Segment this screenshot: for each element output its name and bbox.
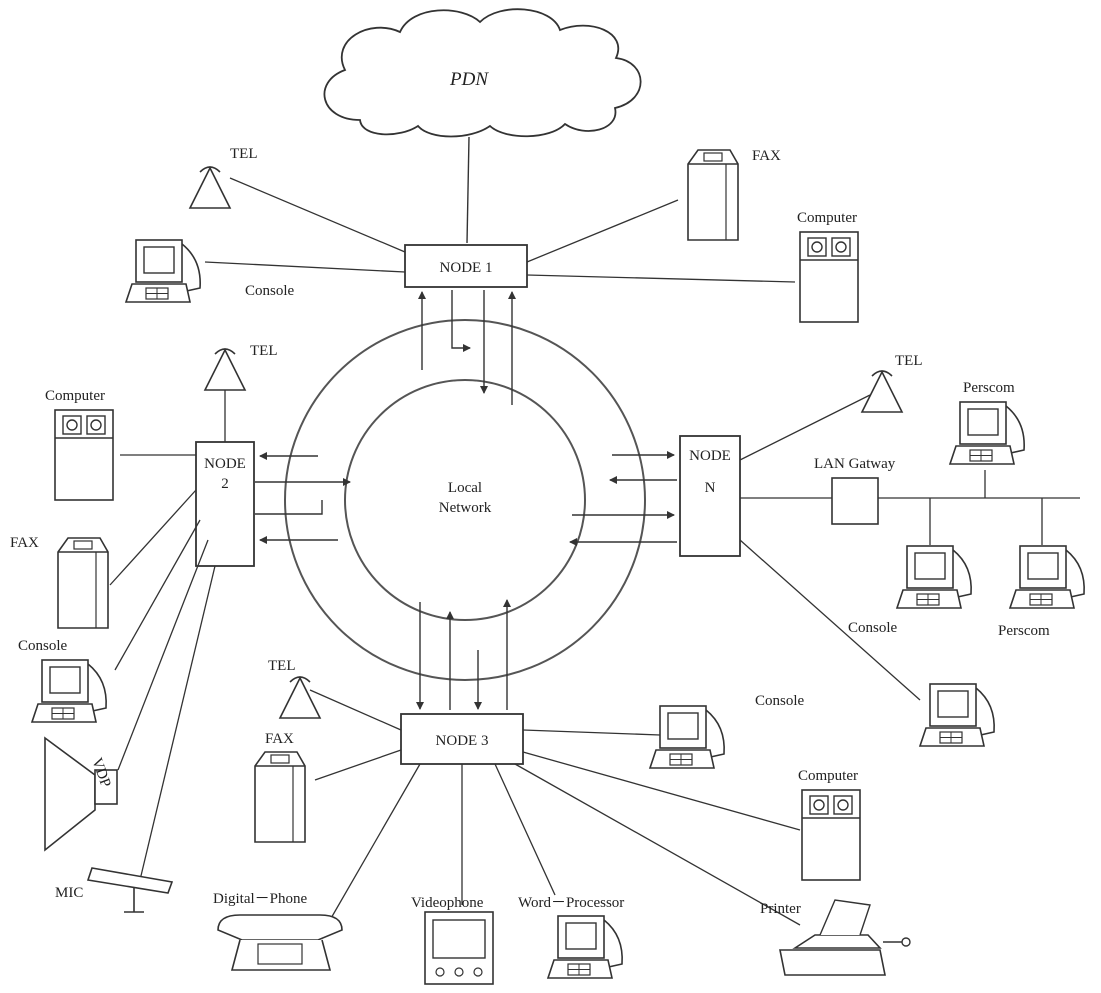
console-right: Console: [848, 546, 971, 636]
node-n-label-2: N: [705, 480, 716, 496]
fax-left-label: FAX: [10, 535, 39, 551]
fax-bottom-label: FAX: [265, 731, 294, 747]
fax-bottom: FAX: [255, 731, 305, 842]
perscom-bottom-label: Perscom: [998, 623, 1050, 639]
node-3: NODE 3: [401, 714, 523, 764]
console-bottom: Console: [650, 693, 805, 768]
pdn-label: PDN: [449, 69, 489, 90]
console-top-label: Console: [245, 283, 295, 299]
node-n-ring-links: [570, 455, 677, 542]
local-label-1: Local: [448, 480, 482, 496]
tel-left: TEL: [205, 343, 278, 390]
node-2-label-2: 2: [221, 476, 229, 492]
node-1: NODE 1: [405, 245, 527, 287]
lan-gateway: LAN Gatway: [814, 456, 896, 524]
node-2-label-1: NODE: [204, 456, 246, 472]
console-top: Console: [126, 240, 295, 302]
pdn-cloud: PDN: [324, 9, 640, 136]
local-network-ring: Local Network: [285, 320, 645, 680]
lan-gateway-label: LAN Gatway: [814, 456, 896, 472]
console-far-right: [920, 684, 994, 746]
word-processor-label: Word－Processor: [518, 895, 624, 911]
node-3-label: NODE 3: [436, 733, 489, 749]
tel-top: TEL: [190, 146, 258, 208]
computer-bottom-label: Computer: [798, 768, 858, 784]
tel-right: TEL: [862, 353, 923, 412]
printer: Printer: [760, 900, 910, 975]
fax-left: FAX: [10, 535, 108, 628]
node-n-label-1: NODE: [689, 448, 731, 464]
digital-phone: Digital－Phone: [213, 891, 342, 970]
pdn-link: [467, 137, 469, 243]
node-3-links: [310, 690, 800, 925]
fax-top-label: FAX: [752, 148, 781, 164]
computer-left: Computer: [45, 388, 113, 500]
computer-top-label: Computer: [797, 210, 857, 226]
fax-top: FAX: [688, 148, 781, 240]
videophone: Videophone: [411, 895, 493, 984]
perscom-top: Perscom: [950, 380, 1024, 464]
tel-bottom-label: TEL: [268, 658, 296, 674]
mic-label: MIC: [55, 885, 83, 901]
tel-right-label: TEL: [895, 353, 923, 369]
console-bottom-label: Console: [755, 693, 805, 709]
perscom-bottom: Perscom: [998, 546, 1084, 639]
digital-phone-label: Digital－Phone: [213, 891, 308, 907]
printer-label: Printer: [760, 901, 801, 917]
videophone-label: Videophone: [411, 895, 484, 911]
tel-left-label: TEL: [250, 343, 278, 359]
console-left-label: Console: [18, 638, 68, 654]
node-1-ring-links: [422, 290, 512, 405]
computer-top: Computer: [797, 210, 858, 322]
local-label-2: Network: [439, 500, 492, 516]
vdp: VDP: [45, 738, 117, 850]
word-processor: Word－Processor: [518, 895, 624, 978]
console-right-label: Console: [848, 620, 898, 636]
computer-bottom: Computer: [798, 768, 860, 880]
perscom-top-label: Perscom: [963, 380, 1015, 396]
node-2-ring-links: [255, 456, 350, 540]
tel-bottom: TEL: [268, 658, 320, 718]
node-n: NODE N: [680, 436, 740, 556]
console-left: Console: [18, 638, 106, 722]
node-1-label: NODE 1: [440, 260, 493, 276]
tel-top-label: TEL: [230, 146, 258, 162]
computer-left-label: Computer: [45, 388, 105, 404]
mic: MIC: [55, 868, 172, 912]
